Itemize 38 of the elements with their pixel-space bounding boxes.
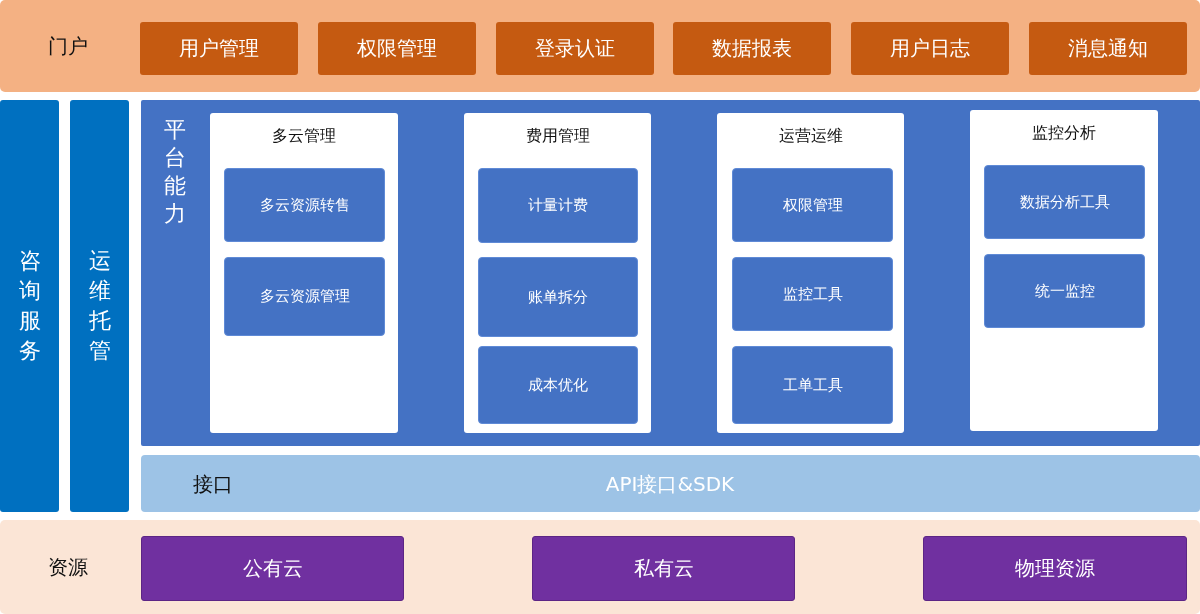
function-box: 成本优化 [478,346,638,424]
card-title: 监控分析 [1032,123,1096,144]
function-box: 数据分析工具 [984,165,1145,239]
card-title: 运营运维 [778,126,843,147]
service-bar: 咨询服务 [0,100,59,512]
resource-box: 私有云 [532,536,795,601]
function-box: 统一监控 [984,254,1145,328]
layer-band [0,0,1200,92]
module-box: 数据报表 [673,22,831,75]
module-box: 用户日志 [851,22,1009,75]
card-title: 多云管理 [272,126,336,147]
category-card [210,113,398,433]
category-card [970,110,1158,431]
interface-text: API接口&SDK [605,470,735,497]
card-title: 费用管理 [525,126,590,147]
panel-label: 平台能力 [164,116,186,228]
function-box: 多云资源管理 [224,257,385,336]
layer-band [0,520,1200,614]
resource-box: 物理资源 [923,536,1187,601]
function-box: 监控工具 [732,257,893,331]
function-box: 计量计费 [478,168,638,243]
category-card [717,113,904,433]
module-box: 登录认证 [496,22,654,75]
function-box: 工单工具 [732,346,893,424]
module-box: 消息通知 [1029,22,1187,75]
module-box: 用户管理 [140,22,298,75]
layer-label: 门户 [48,32,88,60]
layer-label: 接口 [193,470,233,497]
layer-label: 资源 [48,553,88,581]
category-card [464,113,651,433]
function-box: 权限管理 [732,168,893,242]
function-box: 账单拆分 [478,257,638,337]
function-box: 多云资源转售 [224,168,385,242]
platform-panel [141,100,1200,446]
resource-box: 公有云 [141,536,404,601]
module-box: 权限管理 [318,22,476,75]
interface-band [141,455,1200,512]
service-bar: 运维托管 [70,100,129,512]
